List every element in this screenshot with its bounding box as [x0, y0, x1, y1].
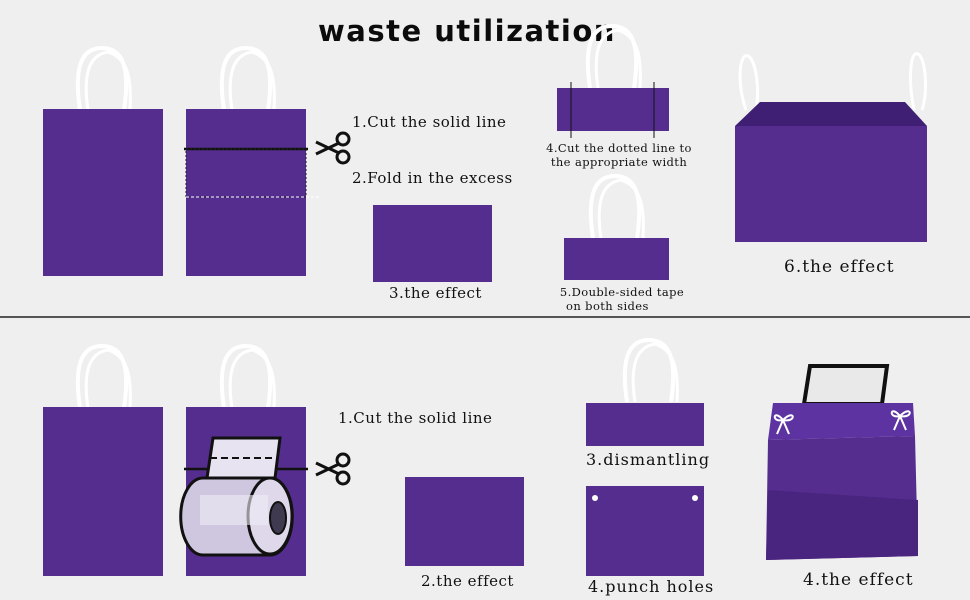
bow-icon: [890, 410, 911, 431]
bottom-step3-label: 3.dismantling: [586, 450, 711, 469]
top-step3-label: 3.the effect: [389, 284, 482, 302]
bag-dismantled-bottom: [586, 338, 704, 446]
bottom-step4a-label: 4.punch holes: [588, 577, 715, 596]
top-step4-line1: 4.Cut the dotted line to: [546, 141, 692, 155]
bow-icon: [773, 414, 794, 435]
bottom-step2-label: 2.the effect: [421, 572, 514, 590]
bag-original-bottom: [43, 344, 163, 576]
bag-step5-top: [564, 174, 669, 280]
punch-hole-icon: [592, 495, 598, 501]
top-step4-line2: the appropriate width: [550, 155, 688, 169]
bottom-step4b-label: 4.the effect: [803, 570, 914, 590]
top-step5-label: 5.Double-sided tape on both sides: [552, 285, 692, 313]
bag-original-top: [43, 46, 163, 276]
panel-punch-holes: [586, 486, 704, 576]
punch-hole-icon: [692, 495, 698, 501]
bottom-step1-label: 1.Cut the solid line: [338, 409, 493, 427]
top-step5-line2: on both sides: [566, 299, 649, 313]
bag-step4-top: [557, 24, 669, 138]
tape-roll-icon: [179, 436, 294, 557]
scissors-icon: [315, 131, 351, 165]
section-divider: [0, 316, 970, 318]
effect-panel-bottom: [405, 477, 524, 566]
page-title: waste utilization: [318, 14, 616, 48]
scissors-icon: [315, 452, 351, 486]
top-step2-label: 2.Fold in the excess: [352, 169, 513, 187]
top-step1-label: 1.Cut the solid line: [352, 113, 507, 131]
box-final-bottom: [766, 364, 918, 560]
top-step4-label: 4.Cut the dotted line to the appropriate…: [546, 141, 692, 169]
effect-panel-top: [373, 205, 492, 282]
bag-final-top: [735, 52, 927, 242]
top-step5-line1: 5.Double-sided tape: [559, 285, 685, 299]
bag-cut-top: [184, 46, 320, 276]
top-step6-label: 6.the effect: [784, 257, 895, 277]
